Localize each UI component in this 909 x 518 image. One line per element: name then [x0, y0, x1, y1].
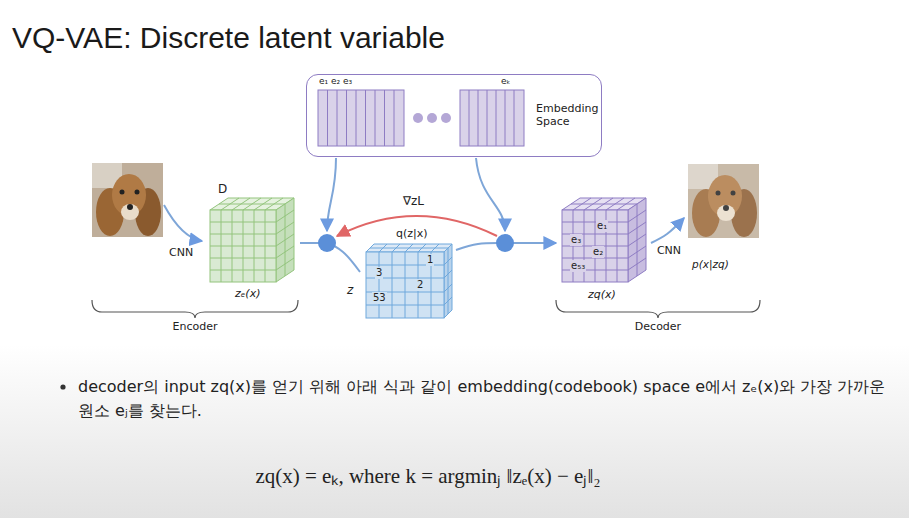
node-label: e₁ — [596, 220, 608, 232]
latent-label: z — [347, 283, 353, 297]
codebook-vectors — [318, 90, 524, 146]
node-label: 53 — [372, 292, 387, 304]
latent-index-grid: q(z|x) 1 3 2 53 — [360, 226, 456, 322]
node-label: q(z|x) — [396, 227, 428, 240]
node-label: eₖ — [501, 76, 510, 87]
node-label: 3 — [375, 267, 383, 279]
bottom-band — [0, 345, 909, 518]
output-image — [688, 164, 759, 238]
flow-arrow — [651, 218, 684, 243]
decoder-bracket — [556, 300, 760, 318]
node-label: e₂ — [592, 246, 604, 258]
latent-grid — [366, 244, 452, 318]
edge-label: CNN — [656, 244, 682, 257]
embedding-space: e₁ e₂ e₃ eₖEmbedding Space — [306, 74, 602, 157]
formula: zq(x) = eₖ, where k = argminⱼ ‖zₑ(x) − e… — [128, 464, 728, 489]
encoder-cube — [210, 198, 294, 282]
encoder-output: Dzₑ(x) — [205, 182, 300, 304]
node-label: e₃ — [570, 234, 582, 246]
node-label: e₁ e₂ e₃ — [319, 76, 352, 87]
input-image — [92, 163, 163, 237]
slide-title: VQ-VAE: Discrete latent variable — [12, 20, 445, 56]
junction-dot — [496, 234, 514, 252]
node-label: zₑ(x) — [235, 287, 260, 300]
lookup-arrow — [476, 158, 505, 231]
node-label: 2 — [416, 279, 424, 291]
bullet-note: decoder의 input zq(x)를 얻기 위해 아래 식과 같이 emb… — [78, 375, 890, 423]
node-label: 1 — [426, 254, 434, 266]
node-label: D — [218, 182, 227, 196]
bullet-dot — [60, 384, 65, 389]
cnn-arrow — [164, 205, 202, 241]
ellipsis-dots — [413, 113, 451, 123]
reconstruction: p(x|zq) — [684, 160, 760, 274]
decoder-cube — [562, 198, 646, 282]
node-label: Embedding Space — [536, 102, 598, 128]
node-label: p(x|zq) — [692, 258, 729, 271]
gradient-label: ∇zL — [402, 194, 425, 208]
junction-dot — [318, 234, 336, 252]
bracket-label: Decoder — [608, 320, 708, 333]
decoder-input: e₁ e₃ e₂ e₅₃ zq(x) — [556, 194, 651, 304]
node-label: e₅₃ — [570, 260, 586, 272]
node-label: zq(x) — [588, 288, 616, 301]
bracket-label: Encoder — [145, 320, 245, 333]
lookup-arrow — [327, 158, 336, 231]
cnn-label: CNN — [168, 246, 194, 259]
encoder-bracket — [92, 300, 298, 318]
